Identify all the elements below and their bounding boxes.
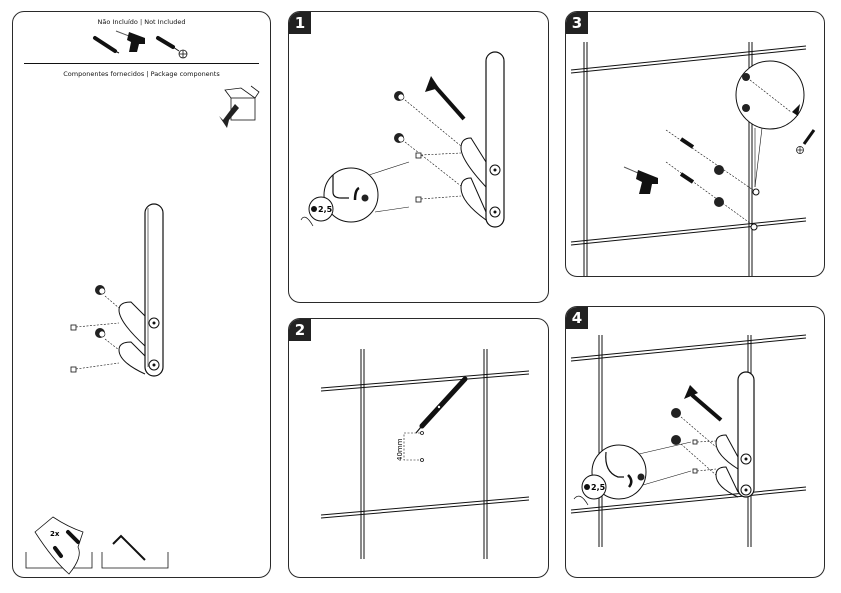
screw-bag-quantity: 2x xyxy=(50,530,60,538)
hex-key-icon xyxy=(311,206,317,212)
step-number: 3 xyxy=(566,12,588,34)
step-number: 1 xyxy=(289,12,311,34)
divider xyxy=(24,63,259,64)
not-included-label: Não Incluído | Not Included xyxy=(97,18,186,26)
drill-icon xyxy=(115,30,145,52)
step-3-illustration xyxy=(570,42,816,276)
screw-bag-box xyxy=(25,516,93,575)
phillips-screwdriver-icon xyxy=(156,36,188,59)
step-1-illustration xyxy=(300,51,505,228)
pencil-icon xyxy=(93,36,120,54)
direction-arrow xyxy=(690,393,723,422)
step-4-panel: 4 2,5 xyxy=(565,306,825,578)
allen-key-box xyxy=(101,534,169,569)
measurement-label: 40mm xyxy=(396,438,404,461)
allen-key-icon xyxy=(112,534,146,561)
hex-key-icon xyxy=(584,484,590,490)
package-components-label: Componentes fornecidos | Package compone… xyxy=(63,70,220,78)
step-2-panel: 2 40mm xyxy=(288,318,549,578)
direction-arrow xyxy=(431,82,466,121)
wire-grid xyxy=(320,349,530,559)
phillips-screwdriver-icon xyxy=(796,129,816,154)
detail-magnifier xyxy=(323,167,379,223)
step-number: 4 xyxy=(566,307,588,329)
overview-illustrations: 2x xyxy=(25,30,260,575)
step-1-panel: 1 2,5 xyxy=(288,11,549,303)
pencil-icon xyxy=(415,376,468,434)
step-3-panel: 3 xyxy=(565,11,825,277)
step-number: 2 xyxy=(289,319,311,341)
drill-icon xyxy=(623,166,658,194)
step-2-illustration: 40mm xyxy=(320,349,530,559)
detail-magnifier xyxy=(735,60,805,130)
wire-grid xyxy=(570,334,807,547)
step-4-illustration xyxy=(570,334,807,547)
bracket-illustration xyxy=(70,203,164,377)
open-box-icon xyxy=(219,85,260,128)
package-overview-panel: Não Incluído | Not Included xyxy=(12,11,271,578)
